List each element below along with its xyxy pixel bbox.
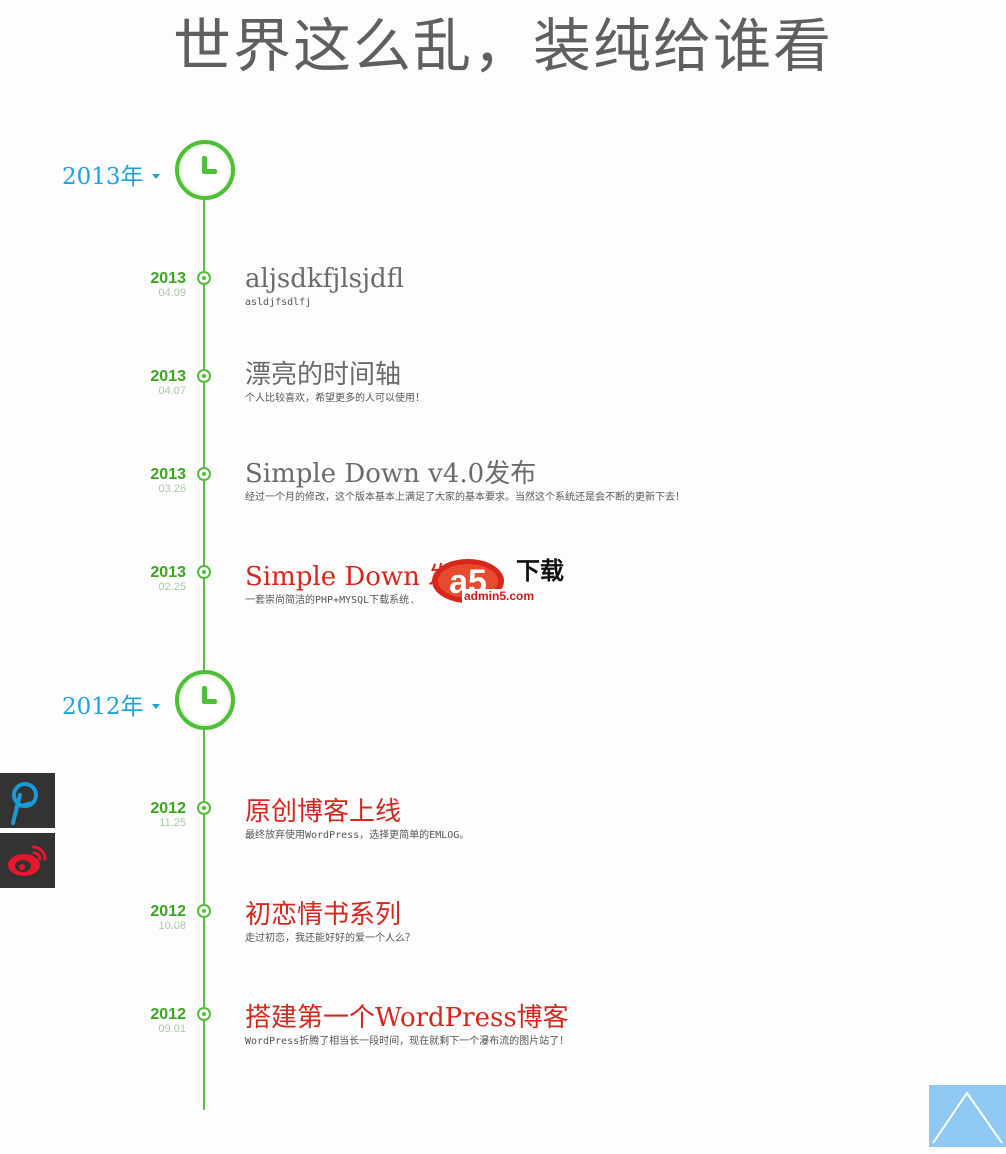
watermark-site: admin5.com [462, 589, 537, 603]
admin5-watermark-logo: a5 下载 admin5.com [428, 553, 578, 607]
entry-month-day: 11.25 [159, 817, 186, 829]
entry-month-day: 02.25 [158, 581, 186, 593]
entry-month-day: 09.01 [158, 1023, 186, 1035]
timeline-entry: 初恋情书系列走过初恋，我还能好好的爱一个人么？ [245, 899, 415, 946]
entry-title-link[interactable]: 漂亮的时间轴 [245, 360, 402, 390]
entry-year: 2013 [150, 466, 186, 483]
timeline-entry: 搭建第一个WordPress博客 WordPress折腾了相当长一段时间，现在就剩… [245, 1002, 569, 1049]
entry-year: 2013 [150, 368, 186, 385]
entry-title-link[interactable]: aljsdkfjlsjdfl [245, 264, 405, 294]
weibo-icon [8, 845, 47, 876]
timeline-entry: Simple Down 发一套崇尚简洁的PHP+MYSQL下载系统. [245, 561, 454, 608]
entry-year: 2013 [150, 564, 186, 581]
entry-description: 一套崇尚简洁的PHP+MYSQL下载系统. [245, 595, 416, 606]
pengyou-icon [11, 782, 38, 825]
entry-title-link[interactable]: 原创博客上线 [245, 797, 402, 827]
circle-dot-icon [197, 904, 211, 918]
circle-dot-icon [197, 1007, 211, 1021]
back-to-top-button[interactable] [929, 1085, 1006, 1147]
circle-dot-icon [197, 271, 211, 285]
caret-down-icon [151, 173, 160, 179]
entry-description: asldjfsdlfj [245, 297, 312, 308]
clock-icon [175, 670, 235, 730]
entry-title-link[interactable]: Simple Down 发 [245, 562, 455, 592]
year-label: 2012年 [62, 694, 144, 720]
entry-title-link[interactable]: Simple Down v4.0发布 [245, 459, 537, 489]
entry-year: 2012 [150, 800, 186, 817]
clock-icon [175, 140, 235, 200]
timeline-entry: aljsdkfjlsjdfl asldjfsdlfj [245, 263, 404, 310]
chevron-up-icon [932, 1091, 1003, 1144]
entry-description: 个人比较喜欢，希望更多的人可以使用！ [245, 393, 425, 404]
year-toggle-2012[interactable]: 2012年 [62, 692, 160, 722]
share-weibo-button[interactable] [0, 833, 55, 888]
page-title: 世界这么乱，装纯给谁看 [172, 12, 833, 80]
caret-down-icon [151, 703, 160, 709]
circle-dot-icon [197, 801, 211, 815]
entry-month-day: 04.07 [158, 385, 186, 397]
timeline-line [203, 196, 205, 672]
entry-month-day: 10.08 [158, 920, 186, 932]
timeline-line [203, 726, 205, 1110]
circle-dot-icon [197, 467, 211, 481]
entry-year: 2012 [150, 903, 186, 920]
entry-title-link[interactable]: 初恋情书系列 [245, 900, 402, 930]
entry-month-day: 03.26 [158, 483, 186, 495]
timeline-entry: 漂亮的时间轴个人比较喜欢，希望更多的人可以使用！ [245, 359, 425, 406]
year-label: 2013年 [62, 164, 144, 190]
entry-title-link[interactable]: 搭建第一个WordPress博客 [245, 1003, 569, 1033]
watermark-download-text: 下载 [516, 557, 564, 585]
entry-month-day: 04.09 [158, 287, 186, 299]
timeline-entry: 原创博客上线最终放弃使用WordPress，选择更简单的EMLOG。 [245, 796, 469, 843]
entry-description: 最终放弃使用WordPress，选择更简单的EMLOG。 [245, 830, 470, 841]
circle-dot-icon [197, 369, 211, 383]
entry-description: 经过一个月的修改，这个版本基本上满足了大家的基本要求。当然这个系统还是会不断的更… [245, 492, 685, 503]
entry-description: WordPress折腾了相当长一段时间，现在就剩下一个瀑布流的图片站了！ [245, 1036, 570, 1047]
entry-year: 2012 [150, 1006, 186, 1023]
timeline-entry: Simple Down v4.0发布经过一个月的修改，这个版本基本上满足了大家的… [245, 458, 685, 505]
share-pengyou-button[interactable] [0, 773, 55, 828]
entry-year: 2013 [150, 270, 186, 287]
circle-dot-icon [197, 565, 211, 579]
year-toggle-2013[interactable]: 2013年 [62, 162, 160, 192]
entry-description: 走过初恋，我还能好好的爱一个人么？ [245, 933, 415, 944]
